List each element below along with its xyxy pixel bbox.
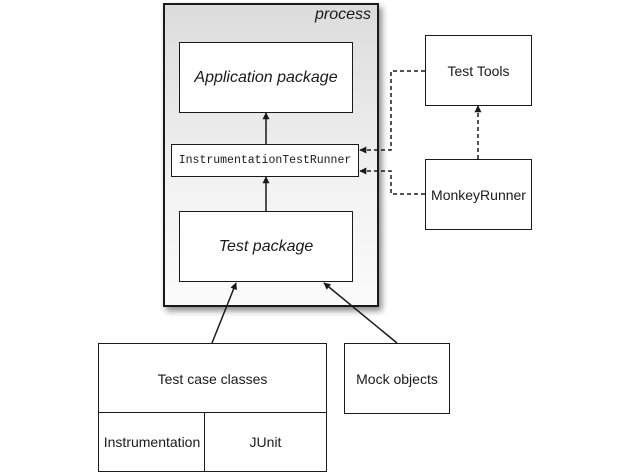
junit-label: JUnit <box>249 434 282 450</box>
instrumentation-test-runner-label: InstrumentationTestRunner <box>178 154 352 167</box>
test-tools-label: Test Tools <box>447 62 510 79</box>
test-case-classes-label: Test case classes <box>157 370 268 387</box>
instrumentation-box: Instrumentation <box>98 412 206 472</box>
mock-objects-label: Mock objects <box>356 370 438 387</box>
test-case-classes-box: Test case classes <box>98 343 327 414</box>
process-label: process <box>314 6 371 23</box>
junit-box: JUnit <box>204 412 327 472</box>
test-tools-box: Test Tools <box>425 35 532 106</box>
instrumentation-test-runner-box: InstrumentationTestRunner <box>171 144 359 177</box>
test-package-label: Test package <box>218 237 314 255</box>
instrumentation-label: Instrumentation <box>103 434 201 450</box>
monkey-runner-label: MonkeyRunner <box>431 186 526 203</box>
test-package-box: Test package <box>179 211 353 282</box>
application-package-label: Application package <box>194 68 338 86</box>
application-package-box: Application package <box>179 42 353 113</box>
mock-objects-box: Mock objects <box>344 343 450 414</box>
monkey-runner-box: MonkeyRunner <box>425 159 532 230</box>
